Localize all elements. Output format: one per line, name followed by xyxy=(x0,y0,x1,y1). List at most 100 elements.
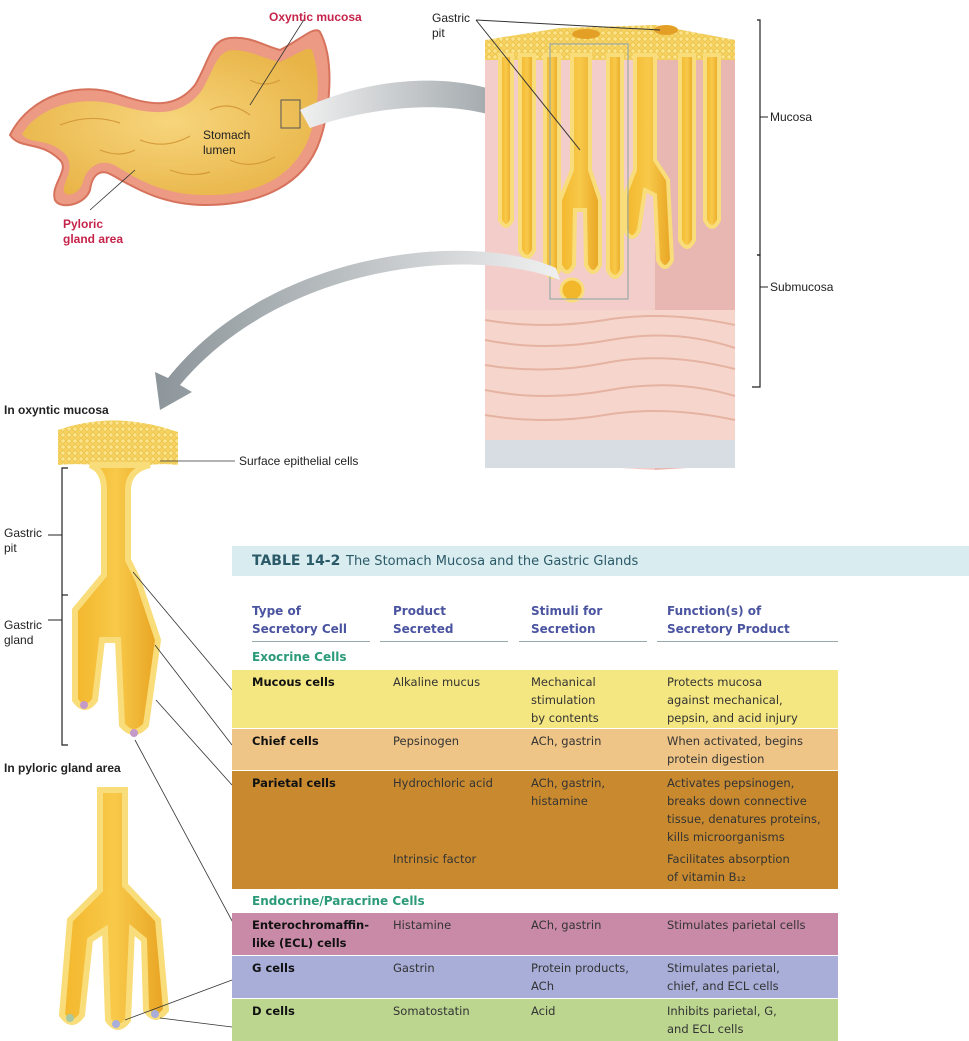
table-cell-line: like (ECL) cells xyxy=(252,936,347,950)
table-cell-line: ACh, gastrin, xyxy=(531,776,606,790)
table-cell-line: ACh, gastrin xyxy=(531,918,602,932)
table-title-bar: TABLE 14-2 The Stomach Mucosa and the Ga… xyxy=(232,546,969,576)
label-gastric-pit-2: pit xyxy=(4,541,17,555)
table-cell-cell: D cells xyxy=(252,1002,295,1020)
table-cell-line: When activated, begins xyxy=(667,734,803,748)
table-cell-line: ACh xyxy=(531,979,554,993)
label-oxyntic-mucosa: Oxyntic mucosa xyxy=(269,10,362,24)
table-cell-stimuli: Mechanical stimulation by contents xyxy=(531,673,599,727)
table-cell-line: tissue, denatures proteins, xyxy=(667,812,821,826)
table-cell-line: Somatostatin xyxy=(393,1004,470,1018)
label-gastric-gland-1: Gastric xyxy=(4,618,43,632)
table-cell-line: Gastrin xyxy=(393,961,435,975)
table-cell-line: histamine xyxy=(531,794,588,808)
table-cell-line: Stimulates parietal, xyxy=(667,961,780,975)
table-cell-line: Mucous cells xyxy=(252,675,335,689)
table-cell-line: Stimulates parietal cells xyxy=(667,918,806,932)
table-cell-line: Facilitates absorption xyxy=(667,852,790,866)
table-row: Intrinsic factor Facilitates absorption of… xyxy=(232,847,838,889)
stomach-drawing xyxy=(8,29,331,207)
zoom-arrow-2 xyxy=(155,250,560,410)
table-cell-line: of vitamin B₁₂ xyxy=(667,870,746,884)
label-gastric-pit-top-2: pit xyxy=(432,26,445,40)
table-cell-line: Histamine xyxy=(393,918,452,932)
table-cell-product: Alkaline mucus xyxy=(393,673,480,691)
table-cell-product: Intrinsic factor xyxy=(393,850,476,868)
table-cell-line: D cells xyxy=(252,1004,295,1018)
table-cell-function: Activates pepsinogen, breaks down connect… xyxy=(667,774,821,846)
oxyntic-gland-drawing xyxy=(58,420,178,737)
table-cell-stimuli: Protein products, ACh xyxy=(531,959,629,995)
label-gastric-pit-top-1: Gastric xyxy=(432,11,471,25)
table-cell-stimuli: ACh, gastrin xyxy=(531,732,601,750)
table-cell-cell: Enterochromaffin-like (ECL) cells xyxy=(252,916,369,952)
table-row: Enterochromaffin-like (ECL) cells Histami… xyxy=(232,913,838,955)
label-pyloric-1: Pyloric xyxy=(63,217,104,231)
mucosa-block xyxy=(484,25,736,470)
header-rule xyxy=(252,641,370,642)
table-cell-stimuli: ACh, gastrin, histamine xyxy=(531,774,605,810)
table-cell-line: pepsin, and acid injury xyxy=(667,711,798,725)
table-cell-product: Somatostatin xyxy=(393,1002,470,1020)
table-cell-line: against mechanical, xyxy=(667,693,783,707)
table-cell-function: When activated, begins protein digestion xyxy=(667,732,803,768)
label-gastric-pit-1: Gastric xyxy=(4,526,43,540)
table-cell-line: Alkaline mucus xyxy=(393,675,481,689)
table-cell-line: protein digestion xyxy=(667,752,765,766)
table-cell-stimuli: Acid xyxy=(531,1002,555,1020)
table-cell-line: kills microorganisms xyxy=(667,830,785,844)
table-cell-product: Pepsinogen xyxy=(393,732,459,750)
table-cell-line: Activates pepsinogen, xyxy=(667,776,795,790)
table-cell-line: by contents xyxy=(531,711,599,725)
table-cell-line: Mechanical xyxy=(531,675,596,689)
table-row: Parietal cells Hydrochloric acid ACh, gast… xyxy=(232,771,838,847)
table-cell-line: chief, and ECL cells xyxy=(667,979,779,993)
label-stomach-lumen-1: Stomach xyxy=(203,128,251,142)
label-surface-epithelial: Surface epithelial cells xyxy=(239,454,359,468)
table-cell-function: Stimulates parietal, chief, and ECL cells xyxy=(667,959,780,995)
header-rule xyxy=(380,641,508,642)
section-exocrine: Exocrine Cells xyxy=(252,650,347,664)
table-cell-line: Inhibits parietal, G, xyxy=(667,1004,777,1018)
table-cell-line: Chief cells xyxy=(252,734,319,748)
table-row: Chief cells Pepsinogen ACh, gastrin When ac… xyxy=(232,729,838,770)
table-row: Mucous cells Alkaline mucus Mechanical stim… xyxy=(232,670,838,728)
label-stomach-lumen-2: lumen xyxy=(203,143,236,157)
table-cell-product: Histamine xyxy=(393,916,451,934)
header-rule xyxy=(519,641,647,642)
table-cell-line: Acid xyxy=(531,1004,556,1018)
table-cell-line: and ECL cells xyxy=(667,1022,744,1036)
label-mucosa: Mucosa xyxy=(770,110,813,124)
table-cell-function: Stimulates parietal cells xyxy=(667,916,806,934)
table-cell-line: Protects mucosa xyxy=(667,675,763,689)
table-cell-function: Facilitates absorption of vitamin B₁₂ xyxy=(667,850,790,886)
table-cell-line: Protein products, xyxy=(531,961,629,975)
table-row: D cells Somatostatin Acid Inhibits parietal… xyxy=(232,999,838,1041)
table-cell-line: Hydrochloric acid xyxy=(393,776,493,790)
table-cell-line: G cells xyxy=(252,961,295,975)
table-cell-line: Parietal cells xyxy=(252,776,336,790)
table-cell-product: Gastrin xyxy=(393,959,435,977)
label-gastric-gland-2: gland xyxy=(4,633,34,647)
table-cell-line: breaks down connective xyxy=(667,794,807,808)
table-cell-cell: G cells xyxy=(252,959,295,977)
header-rule xyxy=(657,641,838,642)
table-cell-function: Inhibits parietal, G, and ECL cells xyxy=(667,1002,777,1038)
table-cell-function: Protects mucosa against mechanical, pepsin… xyxy=(667,673,798,727)
table-number: TABLE 14-2 xyxy=(252,553,341,569)
table-cell-line: Intrinsic factor xyxy=(393,852,477,866)
pyloric-gland-drawing xyxy=(58,787,170,1030)
label-pyloric-2: gland area xyxy=(63,232,124,246)
table-cell-cell: Mucous cells xyxy=(252,673,335,691)
table-title: The Stomach Mucosa and the Gastric Gland… xyxy=(346,554,639,569)
table-cell-line: stimulation xyxy=(531,693,596,707)
section-endocrine: Endocrine/Paracrine Cells xyxy=(252,894,425,908)
label-in-oxyntic: In oxyntic mucosa xyxy=(4,403,109,417)
table-cell-product: Hydrochloric acid xyxy=(393,774,493,792)
table-cell-line: Enterochromaffin- xyxy=(252,918,370,932)
label-submucosa: Submucosa xyxy=(770,280,834,294)
